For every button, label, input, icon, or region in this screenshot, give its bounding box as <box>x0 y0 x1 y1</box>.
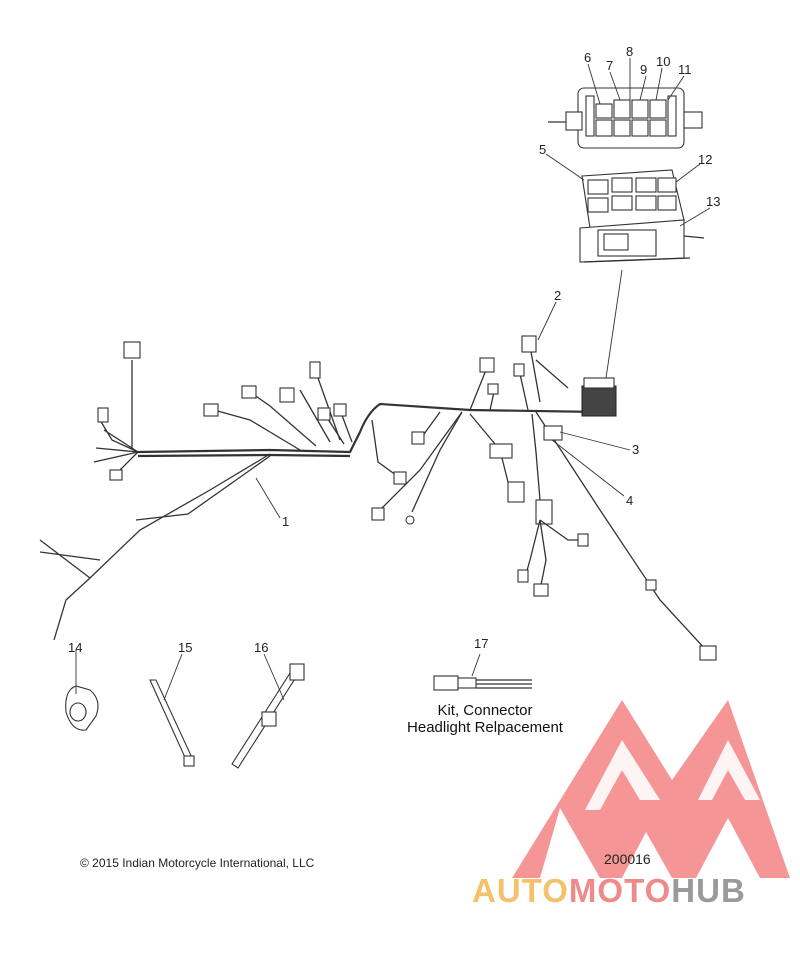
watermark-logo <box>512 700 790 878</box>
callout-2: 2 <box>554 288 561 303</box>
callout-15: 15 <box>178 640 192 655</box>
callout-1: 1 <box>282 514 289 529</box>
callout-7: 7 <box>606 58 613 73</box>
watermark-brand-hub: HUB <box>671 872 746 909</box>
kit-subtitle: Headlight Relpacement <box>407 719 563 736</box>
callout-3: 3 <box>632 442 639 457</box>
kit-title: Kit, Connector <box>437 702 533 719</box>
callout-11: 11 <box>678 62 692 77</box>
callout-9: 9 <box>640 62 647 77</box>
part-16-push-mount-tie <box>231 653 305 769</box>
fuse-box-perspective-view <box>579 169 705 263</box>
part-15-cable-tie <box>149 653 195 767</box>
main-wiring-harness <box>39 269 717 661</box>
watermark-brand-moto: MOTO <box>568 872 672 909</box>
callout-10: 10 <box>656 54 670 69</box>
callout-leaders <box>255 58 711 519</box>
callout-16: 16 <box>254 640 268 655</box>
callout-14: 14 <box>68 640 82 655</box>
callout-4: 4 <box>626 493 633 508</box>
part-17-connector-kit <box>433 653 532 691</box>
callout-13: 13 <box>706 194 720 209</box>
copyright-notice: © 2015 Indian Motorcycle International, … <box>80 856 315 870</box>
callout-8: 8 <box>626 44 633 59</box>
callout-17: 17 <box>474 636 488 651</box>
watermark-brand-auto: AUTO <box>472 872 569 909</box>
watermark-brand: AUTOMOTOHUB <box>472 872 746 910</box>
part-14-clamp <box>65 650 99 731</box>
fuse-box-top-view <box>548 87 703 149</box>
callout-5: 5 <box>539 142 546 157</box>
callout-numbers: 1 2 3 4 5 6 7 8 9 10 11 12 13 14 15 16 1… <box>68 44 720 655</box>
callout-12: 12 <box>698 152 712 167</box>
drawing-number: 200016 <box>604 851 651 867</box>
callout-6: 6 <box>584 50 591 65</box>
